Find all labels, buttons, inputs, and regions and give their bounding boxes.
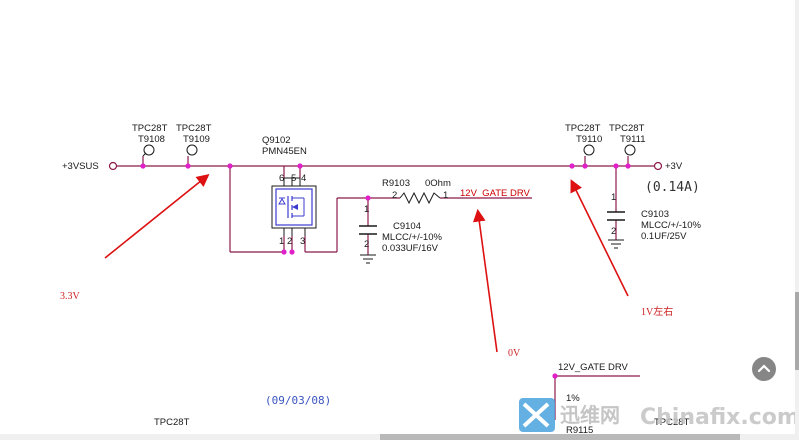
test-point-type: TPC28T [565, 123, 601, 134]
resistor-pin-2: 2 [392, 190, 397, 201]
capacitor-c9104: 1 2 C9104 MLCC/+/-10% 0.033UF/16V [359, 204, 442, 264]
test-point-t9109: TPC28T T9109 [176, 123, 212, 156]
test-point-t9108: TPC28T T9108 [132, 123, 168, 157]
resistor-ref: R9103 [382, 178, 410, 189]
net-label-3v: +3V [665, 161, 683, 172]
pin-2: 2 [287, 236, 292, 247]
chevron-up-icon [757, 364, 771, 373]
test-point-ref: T9111 [620, 134, 646, 145]
test-point-type: TPC28T [132, 123, 168, 134]
pin-5: 5 [291, 173, 296, 184]
test-point-type: TPC28T [609, 123, 645, 134]
vertical-scrollbar[interactable] [795, 0, 799, 440]
mosfet-ref: Q9102 [262, 135, 291, 146]
mosfet-q9102: Q9102 PMN45EN 6 5 4 1 2 3 [262, 135, 317, 247]
arrow-1v [570, 179, 629, 297]
net-label-12v-gate: 12V_GATE DRV [460, 188, 531, 199]
cap-pin-2: 2 [611, 226, 616, 237]
arrow-3v3 [104, 173, 210, 259]
lower-test-point-type-right: TPC28T [654, 417, 690, 428]
test-point-ref: T9109 [183, 134, 210, 145]
test-point-t9110: TPC28T T9110 [565, 123, 602, 156]
annotation-arrows [104, 173, 629, 353]
net-label-12v-gate-lower: 12V_GATE DRV [558, 362, 629, 373]
right-rail-connector [653, 161, 663, 171]
watermark: 迅维网 Chinafix.com [519, 398, 799, 432]
net-label-3vsus: +3VSUS [62, 161, 99, 172]
lower-resistor-ref: R9115 [566, 425, 593, 436]
cap-ref: C9103 [641, 209, 669, 220]
cap-type: MLCC/+/-10% [641, 220, 701, 231]
cap-ref: C9104 [393, 221, 421, 232]
cap-pin-1: 1 [364, 204, 369, 215]
lower-test-point-type: TPC28T [154, 417, 190, 428]
pin-6: 6 [279, 173, 284, 184]
cap-value: 0.033UF/16V [382, 243, 439, 254]
capacitor-c9103: 1 2 C9103 MLCC/+/-10% 0.1UF/25V [607, 192, 701, 249]
cap-type: MLCC/+/-10% [382, 232, 442, 243]
scroll-to-top-button[interactable] [752, 357, 776, 381]
annotation-current: (0.14A) [645, 180, 700, 195]
test-point-ref: T9108 [138, 134, 165, 145]
watermark-cn: 迅维网 [560, 403, 620, 427]
vertical-scrollbar-thumb[interactable] [795, 292, 799, 370]
watermark-logo-icon [519, 398, 555, 432]
resistor-pin-1: 1 [443, 190, 448, 201]
watermark-en: Chinafix.com [640, 405, 799, 430]
mosfet-part: PMN45EN [262, 146, 307, 157]
resistor-r9103: R9103 0Ohm 2 1 [382, 178, 451, 205]
wires [117, 156, 654, 420]
lower-tolerance: 1% [566, 393, 580, 404]
schematic-date: (09/03/08) [265, 394, 331, 407]
pin-1: 1 [279, 236, 284, 247]
pin-3: 3 [300, 236, 305, 247]
test-point-ref: T9110 [576, 134, 602, 145]
resistor-value: 0Ohm [425, 178, 451, 189]
cap-value: 0.1UF/25V [641, 231, 687, 242]
arrow-0v [472, 208, 498, 353]
horizontal-scrollbar-thumb[interactable] [380, 434, 740, 440]
pin-4: 4 [301, 173, 306, 184]
test-point-type: TPC28T [176, 123, 212, 134]
test-point-t9111: TPC28T T9111 [609, 123, 646, 156]
left-rail-connector [108, 161, 118, 171]
annotation-0v: 0V [508, 348, 521, 359]
cap-pin-1: 1 [611, 192, 616, 203]
annotation-3v3: 3.3V [60, 291, 81, 302]
junctions [140, 163, 631, 379]
cap-pin-2: 2 [364, 239, 369, 250]
annotation-1v: 1V左右 [641, 305, 673, 318]
